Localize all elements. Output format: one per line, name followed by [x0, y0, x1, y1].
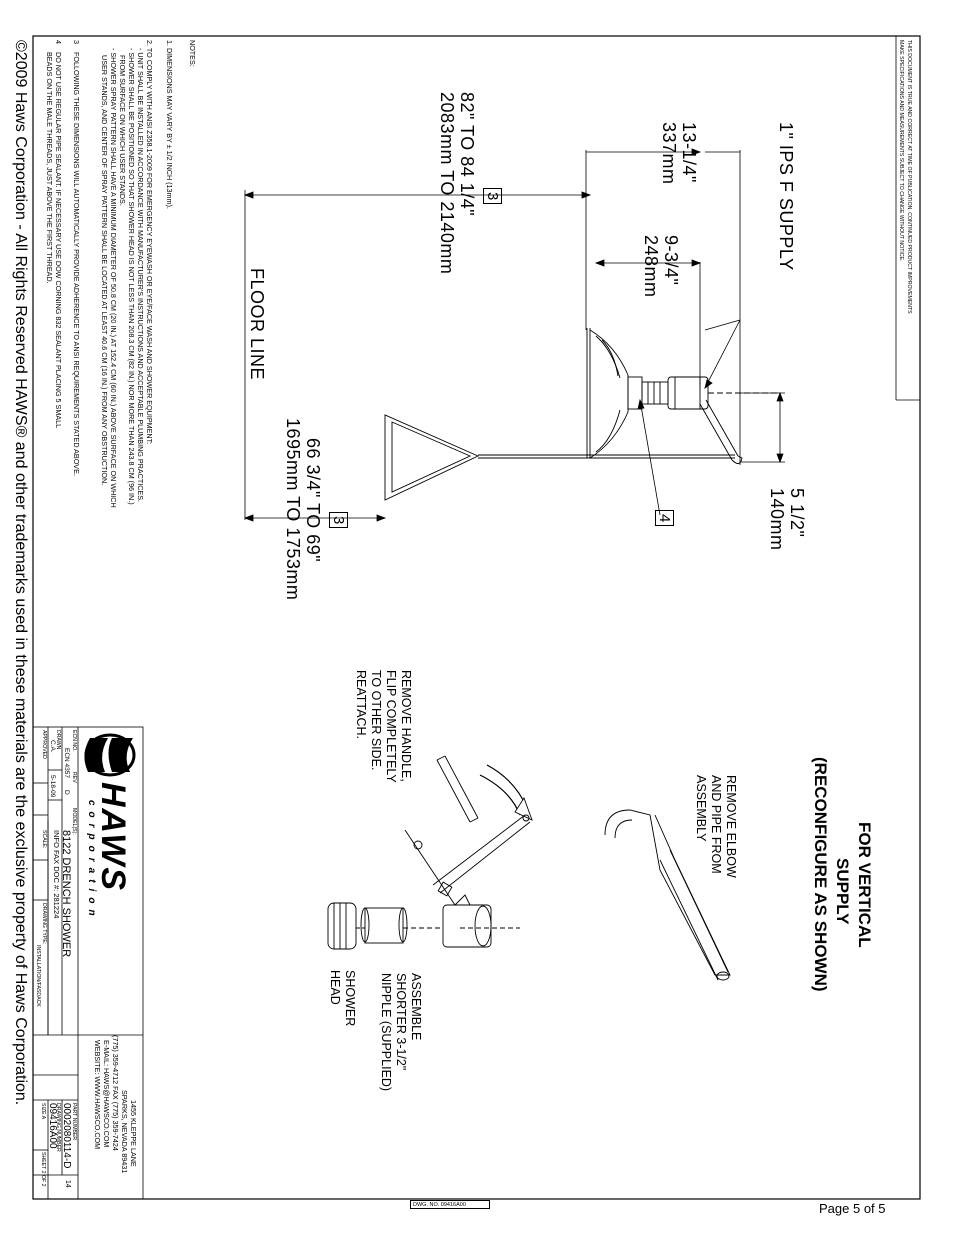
address-line-1: 1455 KLEPPE LANE — [129, 1100, 138, 1167]
note-2a: - UNIT SHALL BE INSTALLED IN ACCORDANCE … — [136, 48, 145, 502]
page-number: Page 5 of 5 — [819, 1201, 886, 1216]
drawing-type-label: DRAWING TYPE: — [41, 903, 47, 945]
title-block — [32, 726, 144, 1200]
step-2b: FLIP COMPLETELY — [384, 670, 398, 783]
dim-13-mm: 337mm — [659, 122, 679, 185]
step-4b: HEAD — [328, 970, 342, 1005]
reconfig-title-3: (RECONFIGURE AS SHOWN) — [811, 757, 830, 992]
supply-leader — [704, 319, 741, 389]
dim-82-in: 82" TO 84 1/4" — [457, 92, 477, 217]
step-1b: AND PIPE FROM — [709, 775, 723, 874]
ref-3-box: 3 — [483, 188, 502, 205]
dim-82-mm: 2083mm TO 2140mm — [437, 92, 457, 275]
sheet-size: SIZE A — [40, 1103, 46, 1120]
step-3c: NIPPLE (SUPPLIED) — [379, 973, 393, 1092]
step-1c: ASSEMBLY — [694, 775, 708, 842]
haws-logo-sub: corporation — [86, 800, 97, 922]
ref-4-box: 4 — [655, 510, 674, 527]
dimension-9-3-4 — [594, 259, 702, 385]
haws-logo-text: HAWS — [94, 782, 132, 892]
note-2b: - SHOWER SHALL BE POSITIONED SO THAT SHO… — [127, 48, 136, 505]
haws-logo-mark — [84, 733, 136, 777]
floor-line-label: FLOOR LINE — [247, 268, 267, 381]
reconfig-title-2: SUPPLY — [833, 858, 852, 925]
email: E-MAIL: HAWS@HAWSCO.COM — [102, 1040, 111, 1148]
fax-doc: INFO FAX DOC #: 281224 — [52, 830, 61, 919]
reconfig-title-1: FOR VERTICAL — [855, 822, 874, 948]
note-3-num: 3 — [72, 40, 81, 44]
drawing-number: 09416A00 — [47, 1103, 58, 1149]
note-4: DO NOT USE REGULAR PIPE SEALANT. IF NECE… — [54, 52, 63, 429]
copyright-line: ©2009 Haws Corporation - All Rights Rese… — [12, 40, 29, 1106]
dimension-13-1-4 — [585, 148, 741, 465]
part-number: 0002080114-D — [61, 1103, 72, 1169]
drawing-frame — [32, 35, 921, 1200]
note-2b-cont: FROM SURFACE ON WHICH USER STANDS. — [118, 55, 127, 206]
note-4-num: 4 — [54, 40, 63, 44]
note-1: 1. DIMENSIONS MAY VARY BY ± 1/2 INCH (13… — [165, 40, 174, 209]
note-2c-cont: USER STANDS, AND CENTER OF SPRAY PATTERN… — [100, 55, 109, 486]
dim-9-in: 9-3/4" — [661, 235, 681, 286]
dimension-5-1-2 — [740, 391, 785, 464]
exploded-assembly — [327, 755, 731, 981]
disclaimer-line-1: THIS DOCUMENT IS TRUE AND CORRECT AT TIM… — [906, 40, 912, 314]
step-3b: SHORTER 3-1/2" — [394, 973, 408, 1071]
ecn-label: ECN NO. — [71, 730, 77, 752]
step-4a: SHOWER — [343, 970, 357, 1027]
note-2: 2. TO COMPLY WITH ANSI Z358.1-2009 FOR E… — [145, 40, 154, 445]
note-3: FOLLOWING THESE DIMENSIONS WILL AUTOMATI… — [72, 52, 81, 476]
ref-4: 4 — [655, 510, 674, 527]
scale-label: SCALE: — [41, 830, 47, 849]
dwg-number-tag: DWG. NO. 09416A00 — [410, 1200, 490, 1209]
revision-number: 14 — [64, 1180, 71, 1188]
dimension-66-to-69 — [243, 514, 387, 522]
step-2a: REMOVE HANDLE, — [399, 670, 413, 782]
dim-66-in: 66 3/4" TO 69" — [303, 438, 323, 563]
sheet-count: SHEET 2 OF 2 — [40, 1152, 46, 1187]
step-2c: TO OTHER SIDE. — [369, 670, 383, 771]
note-2c: - SHOWER SPRAY PATTERN SHALL HAVE A MINI… — [109, 48, 118, 508]
dimension-82-to-84 — [243, 190, 592, 520]
dim-9-mm: 248mm — [641, 235, 661, 298]
drawn-value: C.A. — [49, 740, 56, 753]
dim-13-in: 13-1/4" — [679, 122, 699, 183]
valve-assembly — [384, 376, 780, 501]
note-4b: BEADS ON THE MALE THREADS, JUST ABOVE TH… — [45, 52, 54, 284]
supply-label: 1" IPS F SUPPLY — [776, 122, 796, 271]
notes-title: NOTES: — [188, 40, 197, 67]
ref-3-box: 3 — [329, 512, 348, 529]
dim-5-in: 5 1/2" — [787, 488, 807, 538]
dim-5-mm: 140mm — [767, 488, 787, 551]
ecn-value: ECN 4357 — [63, 748, 70, 778]
approved-label: APPROVED — [41, 730, 47, 759]
address-line-2: SPARKS, NEVADA 89431 — [120, 1090, 129, 1174]
step-1a: REMOVE ELBOW — [724, 775, 738, 878]
shower-head — [586, 328, 629, 459]
date-value: 5-18-09 — [49, 775, 56, 798]
phone-fax: (775) 359-4712 FAX (775) 359-7424 — [111, 1035, 120, 1151]
step-2d: REATTACH. — [354, 670, 368, 739]
ref-3-lower: 3 — [329, 512, 348, 529]
model-name: 8122 DRENCH SHOWER — [60, 830, 72, 958]
website: WEBSITE: WWW.HAWSCO.COM — [93, 1040, 102, 1150]
disclaimer-line-2: MAKE SPECIFICATIONS AND MEASUREMENTS SUB… — [898, 40, 904, 262]
drawing-type-value: INSTALLATION/FASDACK — [35, 945, 41, 1007]
sealant-leader — [637, 398, 661, 516]
ref-3-upper: 3 — [483, 188, 502, 205]
dim-66-mm: 1695mm TO 1753mm — [283, 418, 303, 601]
rev-label: REV — [71, 772, 77, 783]
rev-value: D — [63, 790, 70, 795]
step-3a: ASSEMBLE — [409, 973, 423, 1041]
